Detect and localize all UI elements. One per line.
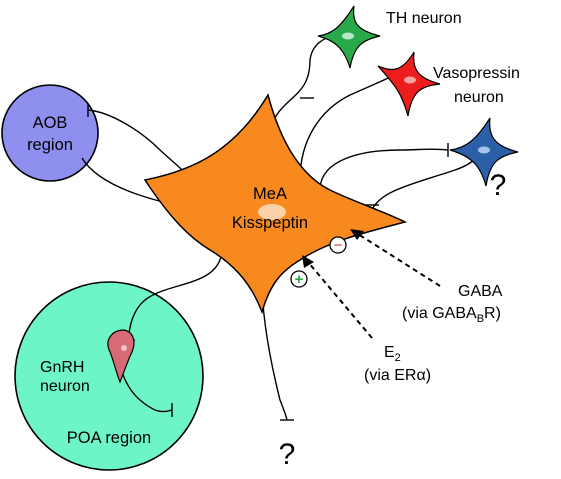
gaba-arrowhead [350,229,364,240]
aob-region-circle [1,84,99,182]
gaba-sign: − [334,237,343,254]
kisspeptin-label-line2: Kisspeptin [232,214,308,232]
unknown-neuron-question-mark: ? [490,169,507,202]
vasopressin-label-line1: Vasopressin [433,65,520,82]
axon-to-th [269,33,339,131]
gnrh-label-line1: GnRH [40,359,84,376]
gaba-sign-circle [329,236,347,254]
axon-to-vasopressin [299,75,393,181]
aob-region: AOB region [1,84,99,182]
gaba-label-prefix: (via GABA [402,305,477,322]
kisspeptin-nucleus [258,204,286,220]
estrogen-label-subscript: 2 [395,352,401,364]
gaba-label-line2: (via GABABR) [402,305,501,325]
estrogen-label-line2: (via ERα) [364,367,431,384]
estrogen-input: + E2 (via ERα) [290,255,431,384]
gnrh-neuron-body [107,329,135,384]
th-neuron-label: TH neuron [386,10,462,27]
th-neuron-nucleus [342,32,354,40]
estrogen-label-main: E [384,344,395,361]
kisspeptin-label-line1: MeA [253,185,287,203]
axon-to-gnrh [127,249,223,341]
axon-to-unknown-cell [319,148,449,189]
estrogen-sign-circle [290,270,308,288]
kisspeptin-neuron-body [143,93,408,315]
gnrh-neuron: GnRH neuron [40,329,135,395]
vasopressin-neuron: Vasopressin neuron [377,51,520,117]
aob-region-label-line2: region [27,136,73,154]
axon-from-blue [371,149,483,211]
unknown-neuron-nucleus [478,146,490,154]
estrogen-dashed-arrow [307,261,373,339]
kisspeptin-neuron: MeA Kisspeptin [143,93,408,315]
gnrh-axon [119,364,173,413]
gnrh-label-line2: neuron [40,378,90,395]
estrogen-label-line1: E2 [384,344,401,364]
th-neuron: TH neuron [317,5,462,69]
poa-region-circle [14,281,204,471]
gnrh-neuron-nucleus [121,345,127,351]
poa-region: POA region [14,281,204,471]
gaba-input: − GABA (via GABABR) [329,229,503,325]
gaba-label-suffix: R) [484,305,501,322]
estrogen-arrowhead [302,255,314,268]
unknown-neuron: ? [449,117,519,202]
vasopressin-label-line2: neuron [454,89,504,106]
vasopressin-neuron-nucleus [404,76,416,84]
vasopressin-neuron-body [377,51,441,117]
aob-region-label-line1: AOB [33,114,68,132]
poa-region-label: POA region [67,429,151,447]
gaba-label-line1: GABA [458,283,503,300]
gaba-dashed-arrow [357,233,441,287]
bottom-question-mark: ? [279,438,296,471]
estrogen-sign: + [295,271,304,288]
gaba-label-subscript: B [477,313,484,325]
